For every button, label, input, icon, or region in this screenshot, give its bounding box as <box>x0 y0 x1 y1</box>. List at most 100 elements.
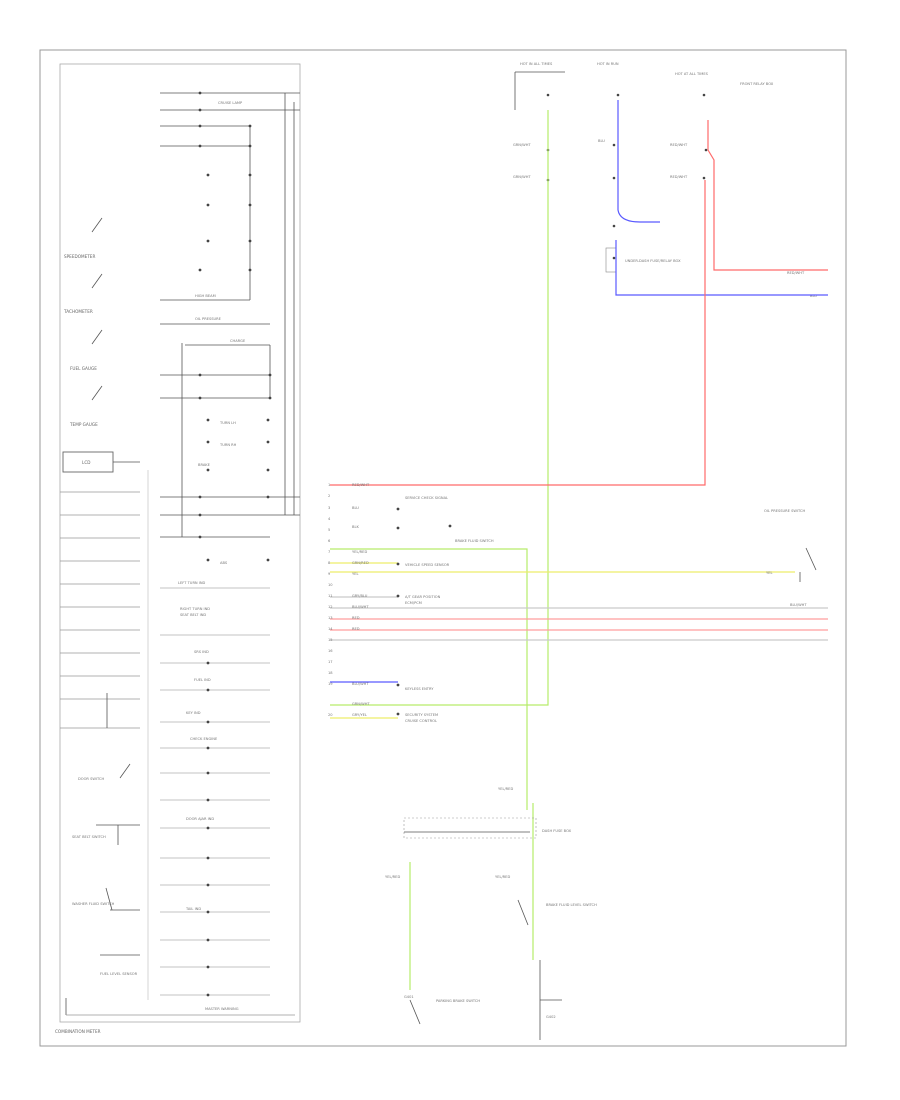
svg-text:TURN RH: TURN RH <box>219 443 237 447</box>
combination-meter: COMBINATION METER SPEEDOMETER TACHOMETER… <box>55 63 301 1034</box>
svg-text:YEL: YEL <box>766 571 772 575</box>
svg-text:RED/WHT: RED/WHT <box>787 271 805 275</box>
fuse3-label: HOT AT ALL TIMES <box>675 72 709 76</box>
svg-text:TEMP GAUGE: TEMP GAUGE <box>69 422 98 427</box>
washer-switch: WASHER FLUID SWITCH <box>72 887 140 911</box>
connector-pins: 1 2 3 4 5 6 7 8 9 10 11 12 13 14 15 16 1… <box>328 483 333 717</box>
svg-text:19: 19 <box>328 682 333 686</box>
svg-text:SRS IND: SRS IND <box>194 650 209 654</box>
meter-outline <box>59 63 301 1023</box>
svg-text:CHECK ENGINE: CHECK ENGINE <box>190 737 218 741</box>
svg-text:2: 2 <box>328 494 330 498</box>
svg-text:WASHER FLUID SWITCH: WASHER FLUID SWITCH <box>72 902 115 906</box>
label-security: SECURITY SYSTEM <box>405 713 438 717</box>
svg-text:7: 7 <box>328 550 330 554</box>
svg-text:FUEL IND: FUEL IND <box>194 678 211 682</box>
junction-label: UNDER-DASH FUSE/RELAY BOX <box>625 259 681 263</box>
svg-text:RED/WHT: RED/WHT <box>352 483 370 487</box>
svg-text:LEFT TURN IND: LEFT TURN IND <box>178 581 206 585</box>
bottom-connector <box>403 817 537 839</box>
svg-text:CRUISE LAMP: CRUISE LAMP <box>218 101 243 105</box>
oil-pressure-switch: OIL PRESSURE SWITCH YEL BLU/WHT <box>764 509 817 607</box>
fuse1-label: HOT IN ALL TIMES <box>520 62 553 66</box>
svg-text:11: 11 <box>328 594 333 598</box>
svg-text:14: 14 <box>328 627 333 631</box>
gauge-tachometer: TACHOMETER <box>63 273 103 314</box>
meter-title: COMBINATION METER <box>55 1029 101 1034</box>
svg-text:20: 20 <box>328 713 333 717</box>
svg-text:ABS: ABS <box>220 561 228 565</box>
wire-red-long <box>330 180 706 486</box>
fuse2-label: HOT IN RUN <box>597 62 619 66</box>
svg-text:YEL/RED: YEL/RED <box>495 875 510 879</box>
svg-text:BLU/WHT: BLU/WHT <box>352 605 369 609</box>
connector-block: 1 2 3 4 5 6 7 8 9 10 11 12 13 14 15 16 1… <box>328 483 494 723</box>
door-switch: DOOR SWITCH <box>78 763 131 781</box>
label-keyless: KEYLESS ENTRY <box>405 687 434 691</box>
wire-blue-main <box>617 100 660 223</box>
svg-text:BRAKE: BRAKE <box>198 463 211 467</box>
svg-text:3: 3 <box>328 506 330 510</box>
svg-text:BLU: BLU <box>352 506 359 510</box>
svg-text:BRAKE FLUID LEVEL SWITCH: BRAKE FLUID LEVEL SWITCH <box>546 903 597 907</box>
svg-text:GRY/BLU: GRY/BLU <box>352 594 368 598</box>
svg-text:5: 5 <box>328 528 330 532</box>
label-vss: VEHICLE SPEED SENSOR <box>405 563 450 567</box>
svg-text:TAIL IND: TAIL IND <box>185 907 201 911</box>
svg-text:8: 8 <box>328 561 331 565</box>
gauge-fuel: FUEL GAUGE <box>70 329 103 371</box>
svg-text:RED: RED <box>352 627 360 631</box>
svg-text:4: 4 <box>328 517 331 521</box>
svg-text:15: 15 <box>328 638 333 642</box>
seat-belt-switch: SEAT BELT SWITCH <box>72 824 140 845</box>
wire-green-2 <box>330 548 528 810</box>
label-service-check: SERVICE CHECK SIGNAL <box>405 496 448 500</box>
svg-text:YEL/RED: YEL/RED <box>498 787 513 791</box>
svg-text:BLU: BLU <box>810 294 817 298</box>
svg-text:12: 12 <box>328 605 333 609</box>
svg-text:DOOR SWITCH: DOOR SWITCH <box>78 777 104 781</box>
lcd-display: LCD <box>62 451 140 473</box>
svg-text:G401: G401 <box>404 995 414 999</box>
svg-text:BLU: BLU <box>598 139 605 143</box>
wires <box>330 100 828 990</box>
svg-text:RIGHT TURN IND: RIGHT TURN IND <box>180 607 210 611</box>
fuel-level-sensor: FUEL LEVEL SENSOR <box>100 954 140 976</box>
label-at-gear: A/T GEAR POSITION <box>405 595 441 599</box>
svg-text:KEY IND: KEY IND <box>186 711 201 715</box>
bottom-section: YEL/RED DASH FUSE BOX YEL/RED YEL/RED PA… <box>385 787 597 1040</box>
svg-text:18: 18 <box>328 671 333 675</box>
svg-text:YEL: YEL <box>352 572 358 576</box>
svg-text:RED/WHT: RED/WHT <box>670 143 688 147</box>
svg-text:GRN/WHT: GRN/WHT <box>513 175 531 179</box>
svg-text:GRN/RED: GRN/RED <box>352 561 369 565</box>
svg-text:1: 1 <box>328 483 330 487</box>
svg-text:10: 10 <box>328 583 333 587</box>
svg-text:HIGH BEAM: HIGH BEAM <box>195 294 216 298</box>
svg-text:YEL/RED: YEL/RED <box>385 875 400 879</box>
brake-fluid-level-switch: BRAKE FLUID LEVEL SWITCH G402 <box>517 899 597 1040</box>
relay-box-label: FRONT RELAY BOX <box>740 82 774 86</box>
svg-text:BLU/WHT: BLU/WHT <box>352 682 369 686</box>
label-ecm: ECM/PCM <box>405 601 422 605</box>
svg-text:BLU/WHT: BLU/WHT <box>790 603 807 607</box>
svg-text:GRN/WHT: GRN/WHT <box>352 702 370 706</box>
top-fuse-area: HOT IN ALL TIMES HOT IN RUN HOT AT ALL T… <box>513 62 817 298</box>
gauge-speedometer: SPEEDOMETER <box>64 217 103 259</box>
gauge-temp: TEMP GAUGE <box>69 385 103 427</box>
svg-text:BLK: BLK <box>352 525 359 529</box>
svg-text:DASH FUSE BOX: DASH FUSE BOX <box>542 829 572 833</box>
svg-text:16: 16 <box>328 649 333 653</box>
svg-text:SPEEDOMETER: SPEEDOMETER <box>64 254 95 259</box>
svg-text:GRY/YEL: GRY/YEL <box>352 713 367 717</box>
diagram-frame <box>39 49 847 1047</box>
svg-text:TURN LH: TURN LH <box>219 421 236 425</box>
svg-text:6: 6 <box>328 539 331 543</box>
svg-text:TACHOMETER: TACHOMETER <box>63 309 93 314</box>
meter-input-rows <box>60 491 140 729</box>
indicator-rows: CRUISE LAMP HIGH BEAM OIL PRESSURE CHARG… <box>160 91 300 1011</box>
svg-text:RED/WHT: RED/WHT <box>670 175 688 179</box>
label-cruise: CRUISE CONTROL <box>405 719 437 723</box>
svg-text:YEL/RED: YEL/RED <box>352 550 367 554</box>
